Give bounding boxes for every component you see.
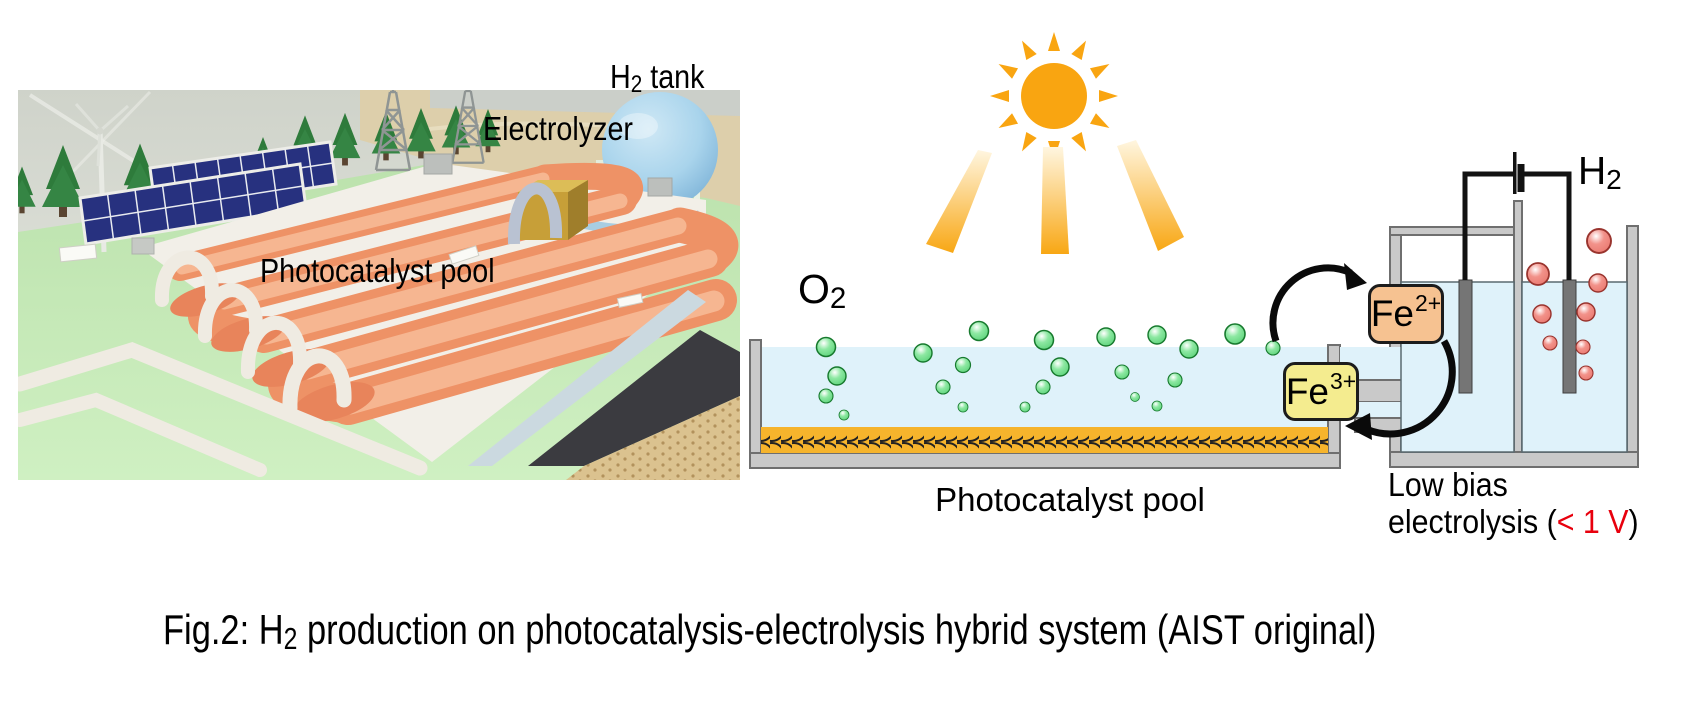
photo-label-photocatalyst-pool: Photocatalyst pool	[260, 252, 495, 289]
sun-icon	[990, 32, 1118, 160]
battery-icon	[1462, 152, 1572, 280]
photo-label-electrolyzer: Electrolyzer	[483, 110, 633, 147]
low-bias-line1: Low bias	[1388, 466, 1508, 503]
low-bias-line2: electrolysis (< 1 V)	[1388, 503, 1639, 540]
photo-label-h2-tank: H2 tank	[610, 58, 705, 99]
pool-corner-block	[131, 237, 155, 255]
diagram-pool-container	[749, 339, 1341, 469]
cycle-arrow-bottom	[1364, 339, 1456, 438]
cycle-arrow-top	[1269, 264, 1353, 343]
electrode	[1562, 279, 1577, 394]
o2-label: O2	[798, 266, 847, 316]
pool-corner-block	[423, 153, 453, 175]
pool-corner-block	[647, 177, 673, 197]
electrolyzer-pipe	[507, 182, 563, 245]
schematic-diagram	[749, 32, 1639, 469]
h2-label: H2	[1578, 150, 1622, 196]
fe-cycle-arrows	[1269, 263, 1456, 440]
pipe-manifold	[18, 250, 428, 477]
table-edge	[528, 330, 740, 466]
model-signs	[58, 243, 644, 308]
figure-caption: Fig.2: H2 production on photocatalysis-e…	[163, 606, 1377, 657]
electrolyzer-model	[507, 180, 588, 245]
sunbeams	[926, 140, 1184, 254]
electrode	[1458, 279, 1473, 394]
cell-lid	[1389, 226, 1518, 236]
photocatalyst-bed	[761, 427, 1328, 453]
electrolysis-cell	[1337, 152, 1639, 468]
low-bias-electrolysis-label: Low bias electrolysis (< 1 V)	[1388, 466, 1639, 540]
model-photo	[18, 90, 740, 480]
solar-panel-array	[78, 140, 338, 246]
floor-stripe	[468, 290, 706, 466]
cell-divider	[1513, 200, 1523, 453]
diagram-label-photocatalyst-pool: Photocatalyst pool	[935, 481, 1205, 518]
tatami-floor	[566, 396, 740, 480]
voltage-value: < 1 V	[1556, 503, 1629, 540]
channel-end-pads	[170, 283, 375, 423]
